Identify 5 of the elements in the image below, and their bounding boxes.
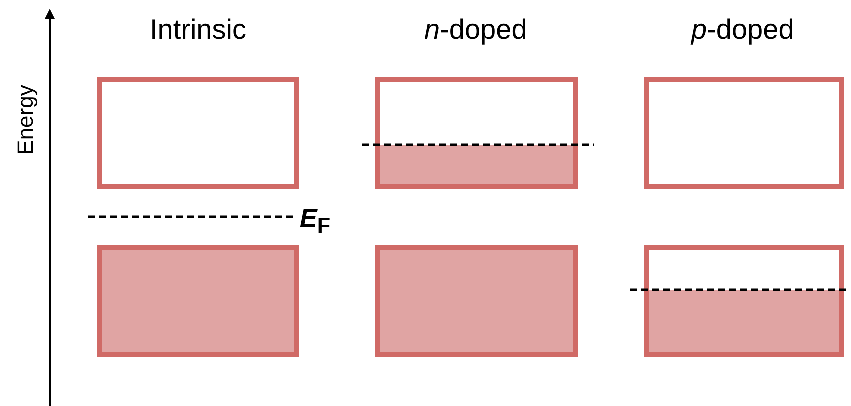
column-heading: Intrinsic xyxy=(150,16,246,44)
fermi-level-label: E$_{F}$ xyxy=(300,205,331,237)
column-heading: p-doped xyxy=(692,16,794,44)
axis-label: Energy xyxy=(14,85,37,155)
column-heading: n-doped xyxy=(424,16,528,44)
